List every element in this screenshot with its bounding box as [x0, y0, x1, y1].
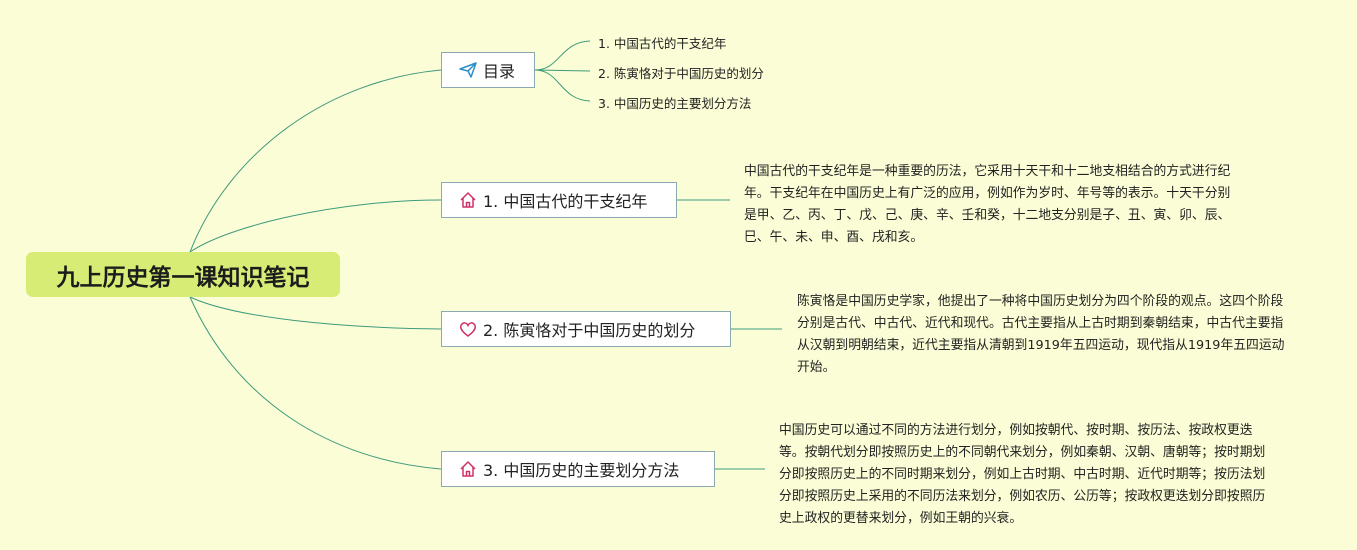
- branch-label: 2. 陈寅恪对于中国历史的划分: [483, 321, 696, 340]
- heart-icon: [458, 319, 478, 339]
- branch-note: 中国历史可以通过不同的方法进行划分，例如按朝代、按时期、按历法、按政权更迭等。按…: [779, 423, 1266, 526]
- branch-label: 1. 中国古代的干支纪年: [483, 192, 648, 211]
- house-icon: [458, 459, 478, 479]
- contents-item[interactable]: 3. 中国历史的主要划分方法: [598, 96, 752, 111]
- branch-label: 3. 中国历史的主要划分方法: [483, 461, 680, 480]
- contents-item[interactable]: 1. 中国古代的干支纪年: [598, 36, 727, 51]
- paper-plane-icon: [458, 60, 478, 80]
- root-label: 九上历史第一课知识笔记: [56, 264, 310, 291]
- contents-item[interactable]: 2. 陈寅恪对于中国历史的划分: [598, 66, 764, 81]
- branch-contents[interactable]: 目录: [441, 52, 535, 88]
- root-topic[interactable]: 九上历史第一课知识笔记: [26, 252, 340, 297]
- branch-note: 中国古代的干支纪年是一种重要的历法，它采用十天干和十二地支相结合的方式进行纪年。…: [744, 164, 1231, 245]
- branch-ganzhi[interactable]: 1. 中国古代的干支纪年: [441, 182, 677, 218]
- house-icon: [458, 190, 478, 210]
- branch-chen-yinke[interactable]: 2. 陈寅恪对于中国历史的划分: [441, 311, 731, 347]
- branch-label: 目录: [483, 62, 516, 81]
- branch-note: 陈寅恪是中国历史学家，他提出了一种将中国历史划分为四个阶段的观点。这四个阶段分别…: [797, 294, 1285, 375]
- branch-division-methods[interactable]: 3. 中国历史的主要划分方法: [441, 451, 715, 487]
